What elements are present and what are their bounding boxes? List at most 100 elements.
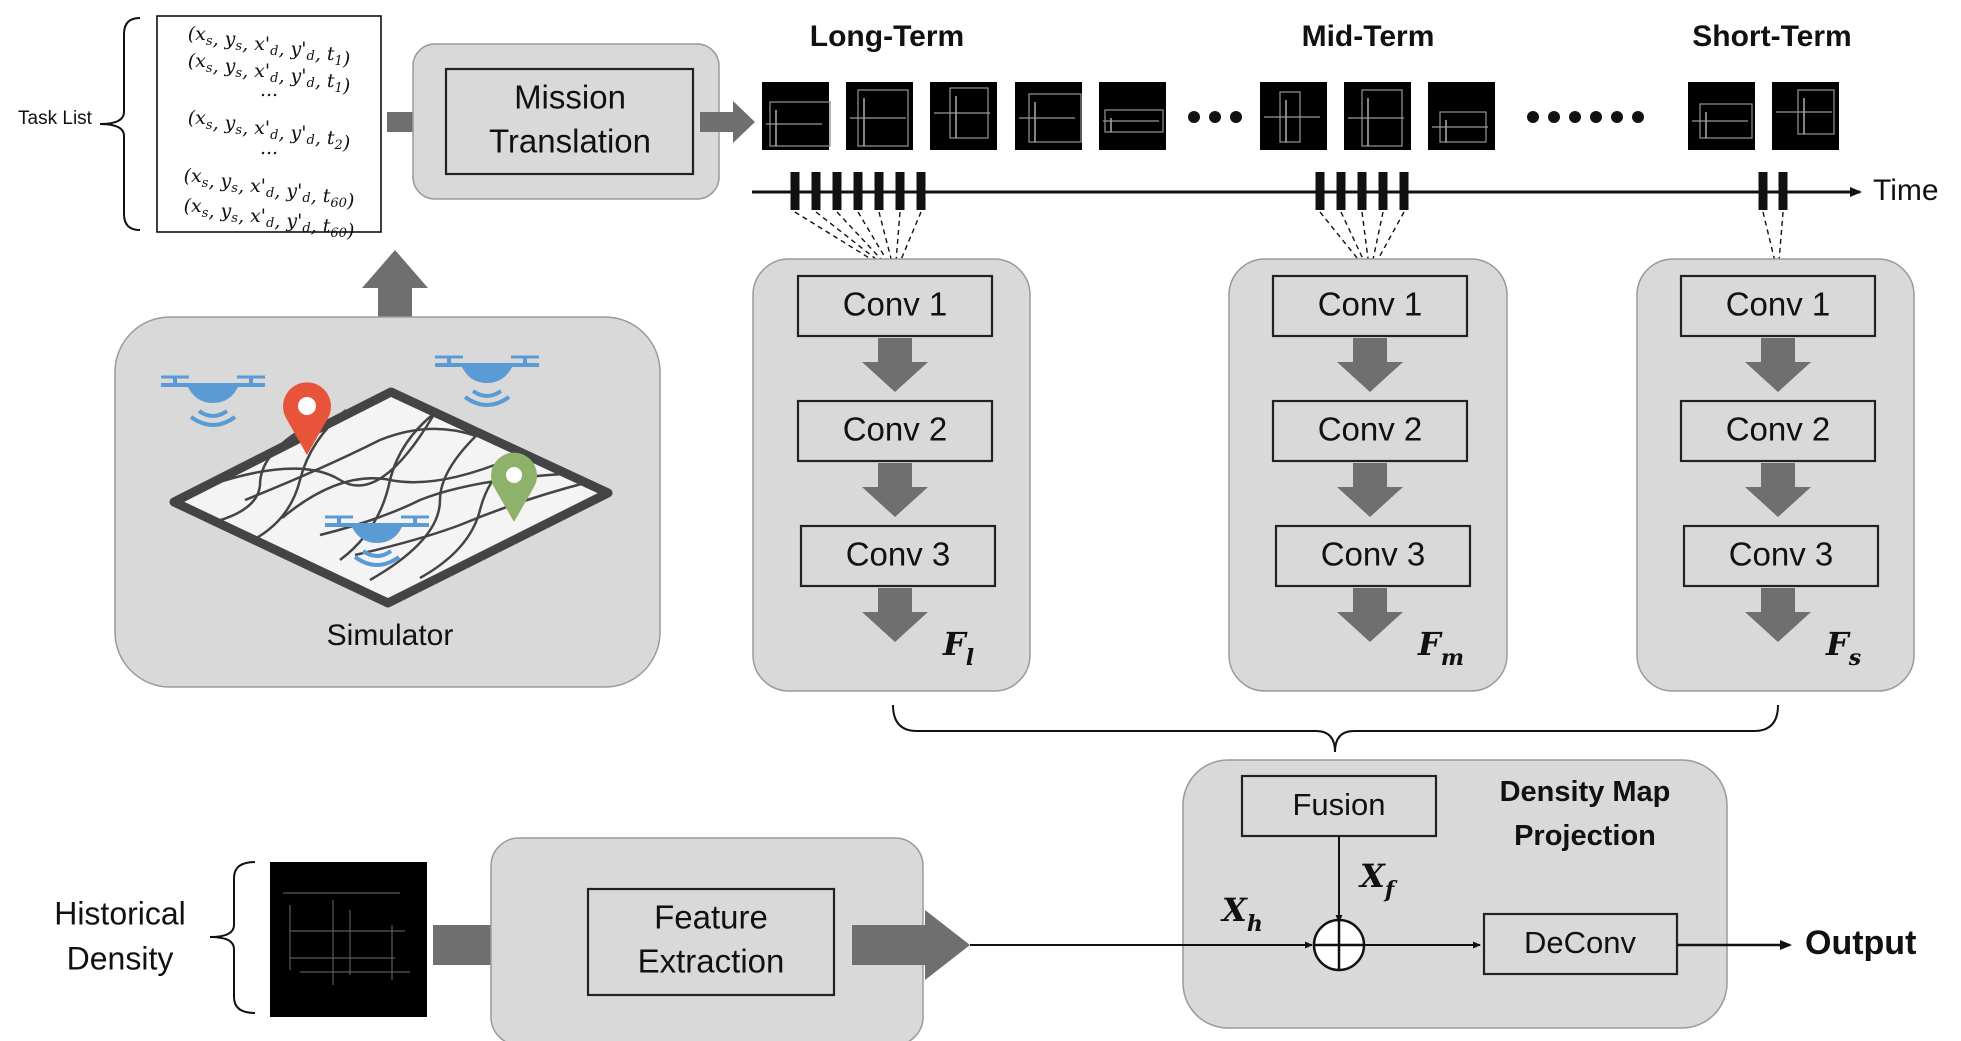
task-list-box	[156, 15, 382, 233]
deconv-label: DeConv	[1524, 925, 1636, 960]
mission-translation-panel: Mission Translation	[412, 43, 720, 200]
frame-thumbnail	[1260, 82, 1327, 150]
sampling-dash	[878, 211, 896, 275]
down-arrow	[1337, 588, 1403, 642]
frame-thumbnail	[1344, 82, 1411, 150]
conv-box	[1271, 274, 1469, 338]
drone-icon	[325, 515, 429, 567]
feature-extraction-panel: Feature Extraction	[490, 837, 924, 1041]
task-entries: (xs, ys, x'd, y'd, t1) (xs, ys, x'd, y'd,…	[184, 23, 355, 242]
conv-label: Conv 2	[1726, 411, 1831, 448]
task-entry: (xs, ys, x'd, y'd, t1)	[188, 50, 350, 97]
frame-thumbnail	[846, 82, 913, 150]
conv-label: Conv 3	[846, 536, 951, 573]
mission-translation-line2: Translation	[489, 123, 651, 160]
time-tick	[853, 172, 863, 210]
conv-label: Conv 1	[1318, 286, 1423, 323]
branch-title: Mid-Term	[1302, 20, 1435, 53]
frame-thumbnail	[1772, 82, 1839, 150]
frame-thumbnail	[1015, 82, 1082, 150]
time-tick	[1758, 172, 1768, 210]
task-entry: (xs, ys, x'd, y'd, t2)	[188, 107, 350, 154]
down-arrow	[862, 463, 928, 517]
mission-translation-box	[444, 67, 695, 176]
sampling-dash	[1777, 211, 1784, 275]
historical-density-image	[270, 862, 427, 1017]
conv-box	[1682, 524, 1880, 588]
fusion-label: Fusion	[1292, 787, 1385, 822]
simulator-panel: Simulator	[114, 316, 661, 688]
task-entry: ...	[260, 137, 278, 159]
conv-label: Conv 2	[1318, 411, 1423, 448]
time-tick	[874, 172, 884, 210]
timeline-label: Time	[1873, 174, 1939, 207]
time-tick	[1357, 172, 1367, 210]
output-label: Output	[1805, 924, 1916, 962]
frame-thumbnail	[1688, 82, 1755, 150]
time-tick	[832, 172, 842, 210]
time-tick	[790, 172, 800, 210]
branch-feature-label: Fm	[1417, 625, 1464, 671]
historical-line2: Density	[67, 940, 174, 976]
xh-label: Xh	[1220, 891, 1263, 937]
down-arrow	[1745, 588, 1811, 642]
down-arrow	[862, 588, 928, 642]
conv-box	[1274, 524, 1472, 588]
task-list: Task List (xs, ys, x'd, y'd, t1)(xs, ys,…	[18, 15, 382, 242]
merge-brace	[892, 704, 1779, 753]
simulator-map	[169, 387, 613, 608]
sampling-dash	[1762, 211, 1779, 275]
conv-box	[1271, 399, 1469, 463]
task-entry: (xs, ys, x'd, y'd, t60)	[184, 165, 355, 212]
fusion-box	[1240, 774, 1438, 838]
branch-feature-label: Fl	[942, 625, 974, 671]
historical-line1: Historical	[54, 895, 186, 931]
conv-label: Conv 1	[843, 286, 948, 323]
ellipsis-dots-2	[1527, 111, 1644, 123]
time-tick	[895, 172, 905, 210]
mission-translation-line1: Mission	[514, 79, 626, 116]
conv-box	[796, 399, 994, 463]
feature-extraction-line1: Feature	[654, 899, 768, 936]
xf-label: Xf	[1358, 857, 1398, 903]
arrow-mission-to-frames	[700, 101, 755, 143]
time-tick	[811, 172, 821, 210]
down-arrow	[1337, 463, 1403, 517]
down-arrow	[1337, 338, 1403, 392]
conv-box	[1679, 399, 1877, 463]
sampling-dash	[857, 211, 896, 275]
branch-feature-label: Fs	[1825, 625, 1861, 671]
arrow-extraction-out	[852, 910, 970, 980]
drone-icon	[435, 355, 539, 407]
sampling-dash	[1369, 211, 1384, 275]
frame-thumbnail	[762, 82, 831, 150]
green-location-pin-icon	[491, 452, 537, 522]
conv-label: Conv 2	[843, 411, 948, 448]
time-tick	[1336, 172, 1346, 210]
time-tick	[1315, 172, 1325, 210]
feature-extraction-line2: Extraction	[638, 943, 785, 980]
deconv-box	[1482, 912, 1679, 976]
branch-title: Long-Term	[810, 20, 964, 53]
timeline-ticks	[790, 172, 1788, 210]
time-tick	[1399, 172, 1409, 210]
red-location-pin-icon	[283, 382, 331, 455]
projection-title-1: Density Map	[1500, 776, 1671, 808]
conv-box	[1679, 274, 1877, 338]
branch-title: Short-Term	[1692, 20, 1851, 53]
task-list-label: Task List	[18, 108, 93, 129]
conv-label: Conv 3	[1321, 536, 1426, 573]
down-arrow	[862, 338, 928, 392]
simulator-label: Simulator	[327, 619, 454, 652]
conv-label: Conv 1	[1726, 286, 1831, 323]
frame-strip	[762, 82, 1839, 150]
frame-thumbnail	[1428, 82, 1495, 150]
projection-title-2: Projection	[1514, 820, 1656, 852]
down-arrow	[1745, 463, 1811, 517]
ellipsis-dots-1	[1188, 111, 1242, 123]
